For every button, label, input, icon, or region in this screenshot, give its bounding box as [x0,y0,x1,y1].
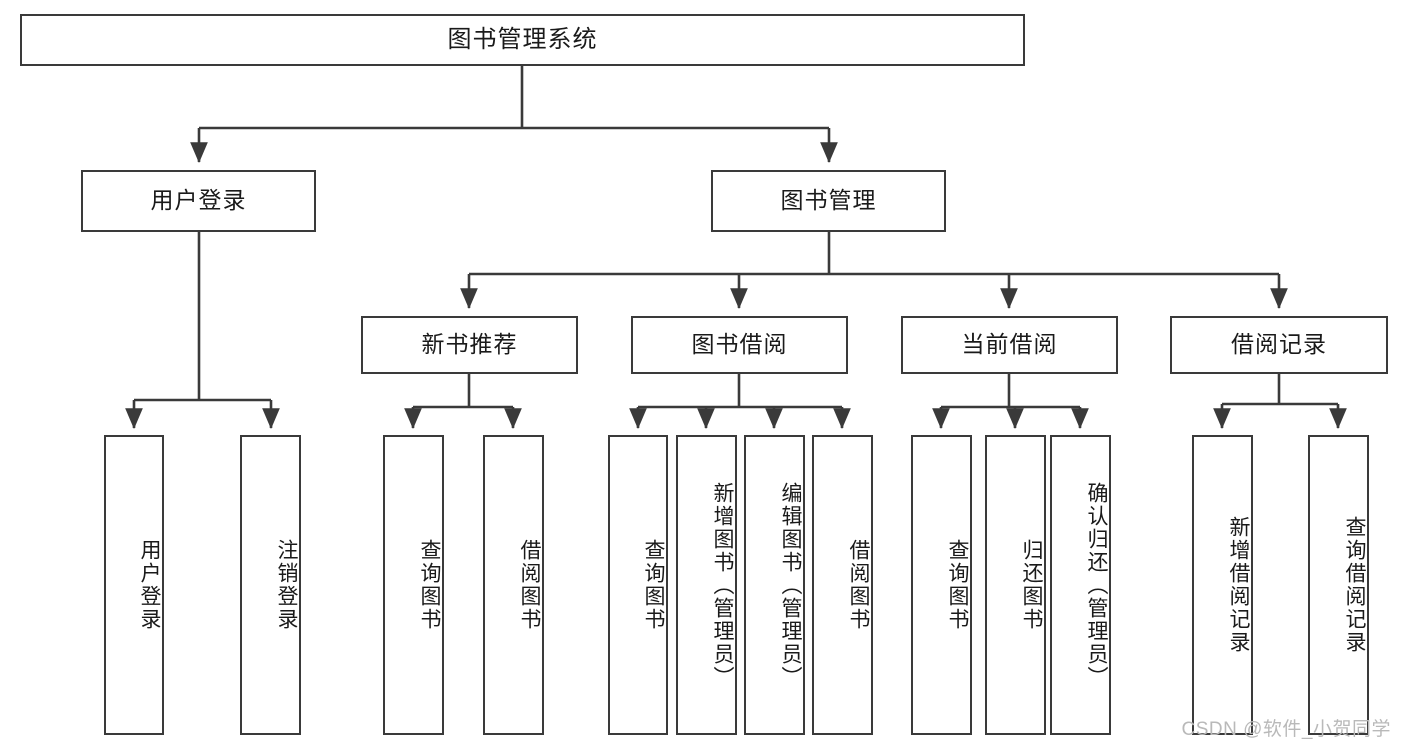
node-label: 用户登录 [150,187,247,214]
node-root-system[interactable]: 图书管理系统 [20,14,1025,66]
node-user-login[interactable]: 用户登录 [81,170,316,232]
leaf-edit-book-admin[interactable]: 编辑图书（管理员） [744,435,805,735]
node-borrow-record[interactable]: 借阅记录 [1170,316,1388,374]
leaf-current-query-book[interactable]: 查询图书 [911,435,972,735]
leaf-add-borrow-record[interactable]: 新增借阅记录 [1192,435,1253,735]
node-label: 查询借阅记录 [1343,516,1366,654]
node-label: 新书推荐 [421,331,518,358]
node-label: 图书借阅 [691,331,788,358]
csdn-watermark: CSDN @软件_小贺同学 [1181,719,1391,740]
node-label: 注销登录 [275,539,298,631]
node-label: 借阅图书 [847,539,870,631]
node-current-borrow[interactable]: 当前借阅 [901,316,1118,374]
node-label: 当前借阅 [961,331,1058,358]
node-label: 图书管理系统 [447,25,598,53]
node-label: 用户登录 [138,539,161,631]
node-label: 归还图书 [1020,539,1043,631]
node-label: 编辑图书（管理员） [779,481,802,689]
leaf-recommend-borrow-book[interactable]: 借阅图书 [483,435,544,735]
node-label: 新增借阅记录 [1227,516,1250,654]
node-label: 查询图书 [642,539,665,631]
node-label: 查询图书 [946,539,969,631]
leaf-add-book-admin[interactable]: 新增图书（管理员） [676,435,737,735]
node-label: 图书管理 [780,187,877,214]
node-label: 借阅图书 [518,539,541,631]
node-label: 查询图书 [418,539,441,631]
leaf-confirm-return-admin[interactable]: 确认归还（管理员） [1050,435,1111,735]
node-new-book-recommend[interactable]: 新书推荐 [361,316,578,374]
leaf-borrow-query-book[interactable]: 查询图书 [608,435,668,735]
node-label: 确认归还（管理员） [1085,481,1108,689]
node-label: 新增图书（管理员） [711,481,734,689]
leaf-borrow-book[interactable]: 借阅图书 [812,435,873,735]
node-label: 借阅记录 [1231,331,1327,358]
leaf-return-book[interactable]: 归还图书 [985,435,1046,735]
node-book-borrow[interactable]: 图书借阅 [631,316,848,374]
node-book-management[interactable]: 图书管理 [711,170,946,232]
leaf-recommend-query-book[interactable]: 查询图书 [383,435,444,735]
leaf-user-logout[interactable]: 注销登录 [240,435,301,735]
leaf-user-login[interactable]: 用户登录 [104,435,164,735]
leaf-query-borrow-record[interactable]: 查询借阅记录 [1308,435,1369,735]
